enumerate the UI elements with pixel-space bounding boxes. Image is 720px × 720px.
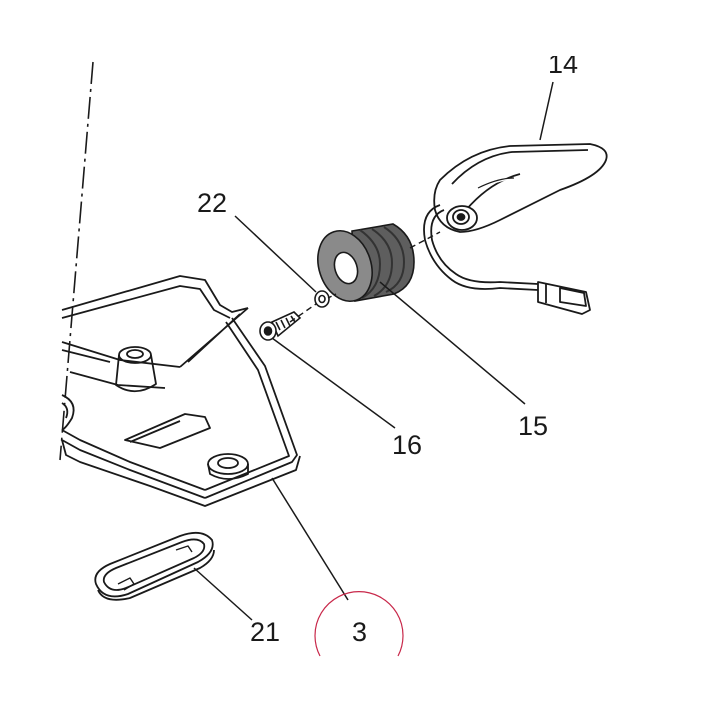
label-15: 15 [518,411,548,441]
leader-16 [271,337,396,429]
leader-3 [271,477,349,601]
assembly-dashed-lines [289,231,441,323]
centerline [59,61,94,461]
top-crop [520,0,600,56]
leader-lines [193,81,554,621]
leader-14 [539,81,554,141]
leader-22 [234,215,317,293]
label-22: 22 [197,188,227,218]
part-14-indicator [423,143,608,315]
label-21: 21 [250,617,280,647]
part-3-bracket [61,275,301,507]
label-3: 3 [352,617,367,647]
part-15-grommet [317,223,415,302]
part-21-cover [94,531,215,601]
label-16: 16 [392,430,422,460]
part-22-washer [314,290,330,308]
highlight-circle [314,591,404,657]
leader-15 [379,281,526,405]
leader-21 [193,567,253,621]
part-16-screw [259,311,302,341]
